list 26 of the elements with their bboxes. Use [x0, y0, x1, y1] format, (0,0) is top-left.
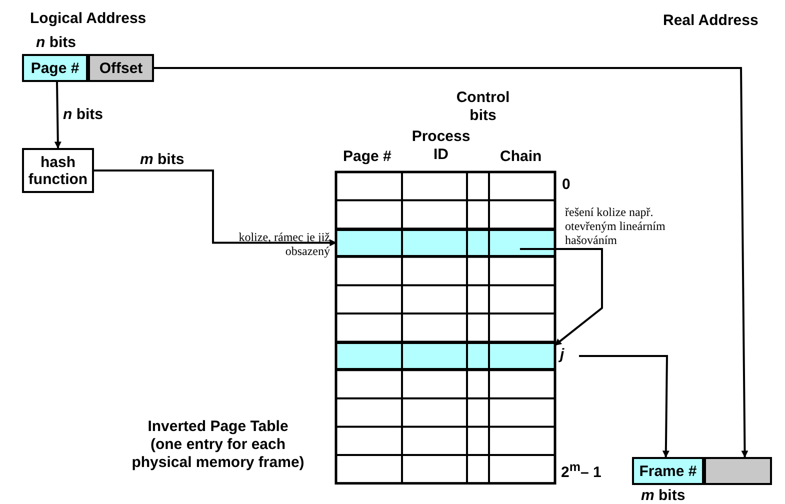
row-index: j [560, 346, 564, 364]
column-header: Chain [500, 148, 542, 166]
heading: Logical Address [30, 10, 146, 28]
bit-width-label: m bits [641, 487, 686, 504]
table-caption: Inverted Page Table (one entry for each physical memory frame) [130, 418, 306, 472]
hash-function-box: hash function [22, 148, 94, 193]
offset-field [704, 457, 772, 485]
column-header: Page # [343, 148, 392, 166]
edge-label: m bits [140, 151, 184, 169]
column-header: Process ID [410, 128, 472, 164]
offset-field: Offset [88, 54, 154, 82]
arrow [94, 170, 337, 246]
arrow [579, 354, 670, 458]
arrow [54, 82, 62, 149]
table-row [336, 228, 555, 257]
bit-width-label: n bits [36, 34, 76, 52]
page-number-field: Page # [22, 54, 88, 82]
arrow [154, 67, 748, 458]
row-index: 2$^{m}$– 1 [561, 459, 602, 482]
heading: Real Address [663, 12, 758, 30]
edge-label: n bits [63, 106, 104, 124]
row-index: 0 [562, 176, 570, 194]
note: řešení kolize např. otevřeným lineárním hašováním [565, 205, 666, 247]
arrow [520, 248, 603, 346]
column-header: Control bits [455, 89, 511, 125]
frame-number-field: Frame # [632, 457, 704, 485]
